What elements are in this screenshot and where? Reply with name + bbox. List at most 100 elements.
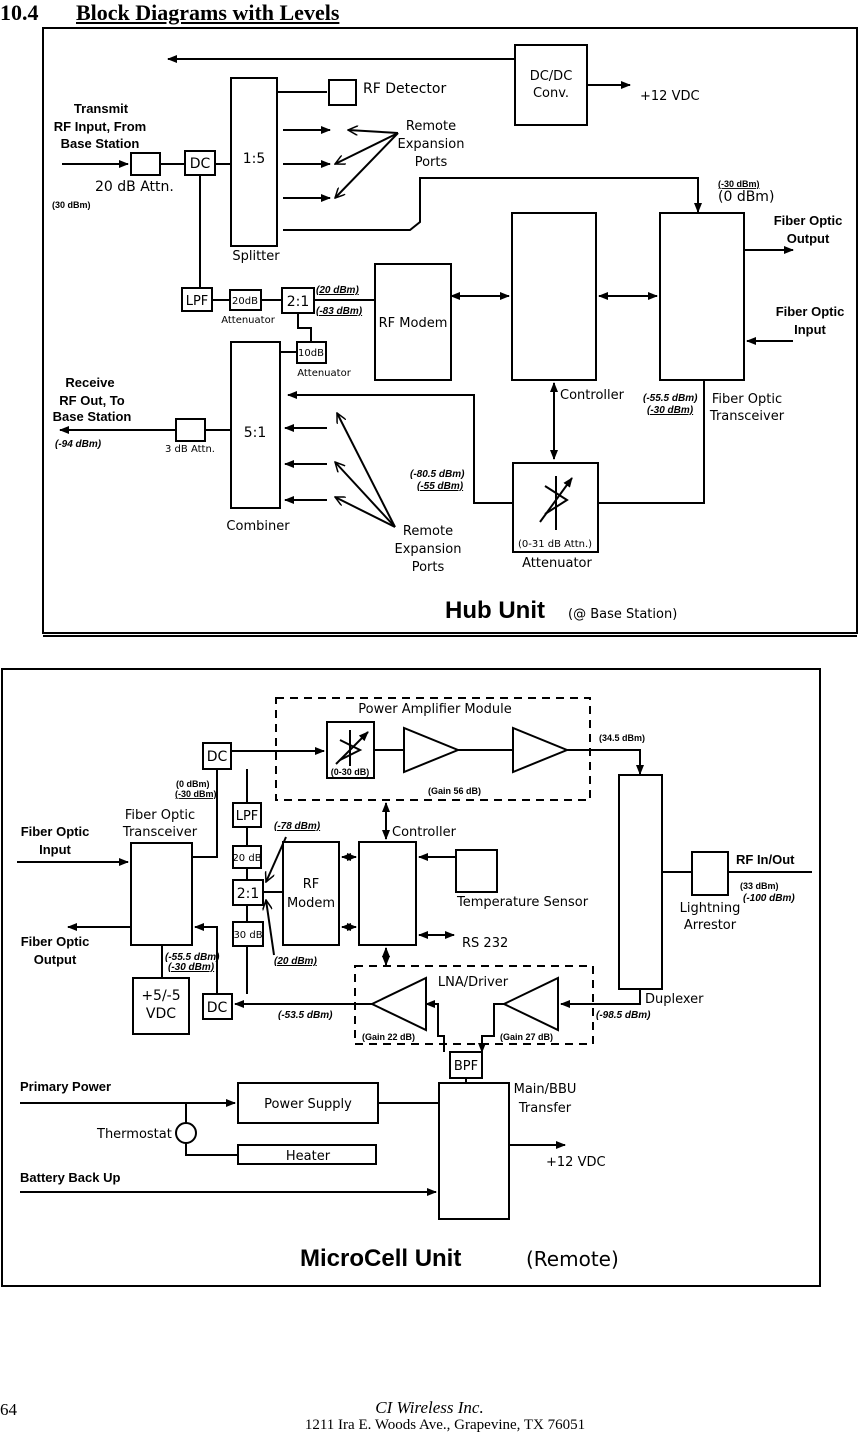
section-number: 10.4 (0, 0, 39, 25)
hub-combiner21-box (281, 287, 315, 314)
hub-remote-ports-3: Ports (415, 155, 448, 170)
lna-gain27: (Gain 27 dB) (500, 1032, 553, 1042)
transmit-label-1: Transmit (74, 101, 129, 116)
micro-lpf-box (232, 802, 262, 828)
hub-frame (42, 27, 858, 634)
hub-transceiver-box (659, 212, 745, 381)
micro-fo-input-2: Input (39, 842, 71, 857)
page-number: 64 (0, 1400, 17, 1419)
micro-transceiver-box (130, 842, 193, 946)
micro-att30-label: 30 dB (233, 930, 262, 941)
footer-address: 1211 Ira E. Woods Ave., Grapevine, TX 76… (304, 1417, 586, 1433)
micro-transceiver-label-2: Transceiver (122, 825, 198, 840)
micro-psu-label-1: +5/-5 (141, 988, 180, 1004)
dcdc-converter-box (514, 44, 588, 126)
lna-amp-2 (501, 976, 559, 1032)
splitter-ratio: 1:5 (243, 151, 266, 167)
micro-level-m535: (-53.5 dBm) (278, 1010, 333, 1021)
micro-psu-label-2: VDC (146, 1006, 176, 1022)
bpf-label: BPF (454, 1059, 478, 1074)
micro-rf-modem-box (282, 841, 340, 946)
micro-level-m30b: (-30 dBm) (168, 962, 215, 973)
micro-dc-bottom-label: DC (207, 1000, 228, 1016)
combiner-label: Combiner (226, 519, 290, 534)
receive-label-1: Receive (65, 375, 114, 390)
hub-att10-caption: Attenuator (297, 368, 352, 379)
lna-gain22: (Gain 22 dB) (362, 1032, 415, 1042)
micro-level-33: (33 dBm) (740, 881, 779, 891)
attn20-label: 20 dB Attn. (95, 179, 174, 195)
hub-level-m94: (-94 dBm) (55, 439, 102, 450)
duplexer-label: Duplexer (645, 992, 704, 1007)
temp-sensor-label: Temperature Sensor (456, 895, 589, 910)
hub-fo-input-2: Input (794, 322, 826, 337)
micro-ratio21-label: 2:1 (237, 886, 260, 902)
microcell-unit-diagram: Power Amplifier Module (0-30 dB) (Gain 5… (1, 668, 821, 1287)
hub-title: Hub Unit (445, 597, 545, 624)
hub-fo-level-top2: (0 dBm) (718, 189, 774, 205)
micro-level-0: (0 dBm) (176, 779, 210, 789)
micro-level-m78: (-78 dBm) (274, 821, 321, 832)
thermostat-label: Thermostat (96, 1127, 172, 1142)
rf-inout-label: RF In/Out (736, 852, 795, 867)
lna-amp-1 (369, 976, 427, 1032)
power-supply-label: Power Supply (264, 1097, 352, 1112)
micro-fo-output-1: Fiber Optic (21, 934, 90, 949)
hub-lpf-label: LPF (186, 294, 209, 309)
hub-vdc-label: +12 VDC (640, 89, 700, 104)
section-heading: 10.4 Block Diagrams with Levels (0, 0, 339, 26)
lightning-label-1: Lightning (680, 901, 741, 916)
hub-level-30: (30 dBm) (52, 200, 91, 210)
pam-amp-2 (512, 726, 570, 774)
hub-dc-label: DC (190, 156, 211, 172)
rf-detector-box (328, 79, 357, 106)
splitter-box (230, 77, 278, 247)
hub-att20-label: 20dB (232, 296, 258, 307)
micro-level-m30: (-30 dBm) (175, 789, 217, 799)
micro-level-345: (34.5 dBm) (599, 733, 645, 743)
hub-controller-label: Controller (560, 388, 625, 403)
hub-remote-ports-b1: Remote (403, 524, 453, 539)
transmit-label-2: RF Input, From (54, 119, 146, 134)
micro-rf-modem-1: RF (303, 877, 320, 892)
lightning-arrestor-box (691, 851, 729, 896)
transmit-label-3: Base Station (61, 136, 140, 151)
section-title: Block Diagrams with Levels (76, 0, 340, 25)
hub-attn-range: (0-31 dB Attn.) (518, 539, 592, 550)
pam-att-range: (0-30 dB) (331, 767, 370, 777)
hub-remote-ports-b2: Expansion (395, 542, 462, 557)
lightning-label-2: Arrestor (684, 918, 737, 933)
hub-attenuator-label: Attenuator (522, 556, 592, 571)
pam-variable-attenuator-icon (335, 730, 369, 766)
micro-vdc-label: +12 VDC (546, 1155, 606, 1170)
hub-att20-caption: Attenuator (221, 315, 276, 326)
hub-fo-output-2: Output (787, 231, 830, 246)
main-bbu-label-2: Transfer (518, 1101, 572, 1116)
bpf-box (449, 1051, 483, 1079)
dcdc-label-2: Conv. (533, 86, 569, 101)
rf-detector-label: RF Detector (363, 81, 446, 97)
duplexer-box (618, 774, 663, 990)
hub-fo-level-top: (-30 dBm) (718, 179, 760, 189)
hub-controller-box (511, 212, 597, 381)
micro-controller-box (358, 841, 417, 946)
hub-fo-input-1: Fiber Optic (776, 304, 845, 319)
attn3-box (175, 418, 206, 442)
hub-level-m555: (-55.5 dBm) (643, 393, 698, 404)
micro-level-m985: (-98.5 dBm) (596, 1010, 651, 1021)
main-bbu-label-1: Main/BBU (514, 1082, 577, 1097)
hub-att10-label: 10dB (298, 348, 324, 359)
thermostat-icon (175, 1122, 197, 1144)
combiner-ratio: 5:1 (244, 425, 267, 441)
hub-rf-modem-box (374, 263, 452, 381)
hub-subtitle: (@ Base Station) (568, 607, 677, 622)
hub-transceiver-label-2: Transceiver (709, 409, 785, 424)
hub-fo-output-1: Fiber Optic (774, 213, 843, 228)
microcell-title: MicroCell Unit (300, 1245, 461, 1272)
hub-transceiver-label-1: Fiber Optic (712, 392, 782, 407)
hub-variable-attenuator-icon (539, 476, 573, 530)
dcdc-label-1: DC/DC (530, 69, 573, 84)
microcell-frame (1, 668, 821, 1287)
receive-label-3: Base Station (53, 409, 132, 424)
